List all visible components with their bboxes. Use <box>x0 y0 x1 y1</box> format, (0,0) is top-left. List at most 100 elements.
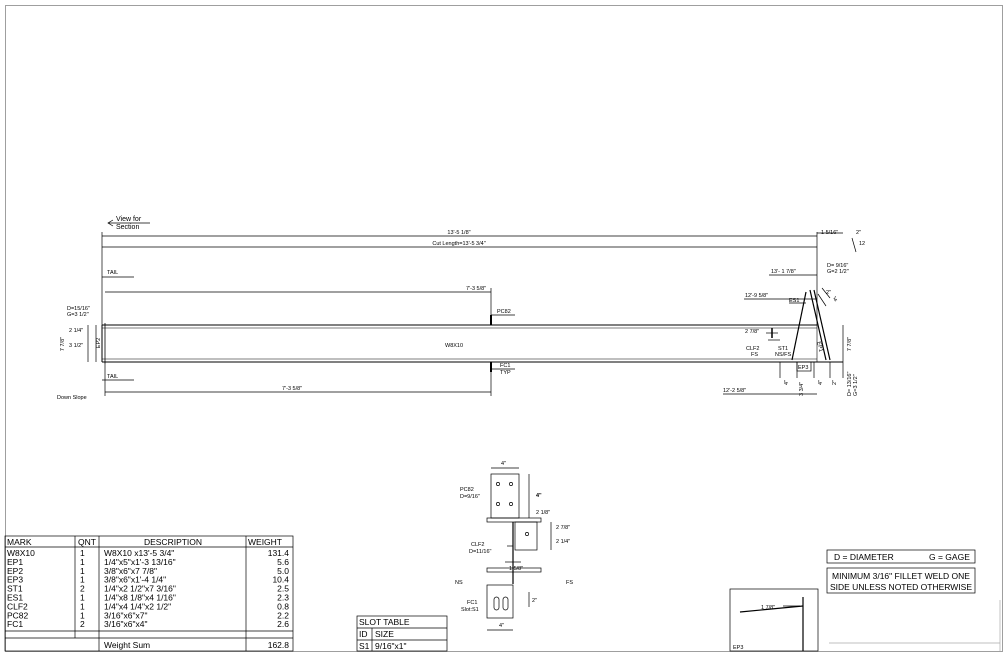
bom-cell-description: 1/4"x4 1/4"x2 1/2" <box>104 601 171 611</box>
notes-text: D = DIAMETER G = GAGE MINIMUM 3/16" FILL… <box>830 552 972 592</box>
section-view-labels: 4" 4" PC82 D=9/16" 2 1/8" 2 7/8" 2 1/4" … <box>455 461 573 629</box>
sheet-border <box>5 5 1003 652</box>
bom-cell-qnt: 1 <box>80 566 85 576</box>
left-d-label: D=15/16" <box>67 306 90 312</box>
bom-cell-qnt: 1 <box>80 601 85 611</box>
bom-cell-description: 1/4"x8 1/8"x4 1/16" <box>104 593 176 603</box>
pc82-hole-3 <box>496 502 500 506</box>
ep3-detail <box>729 588 1001 652</box>
bot-dim-2: 3 3/4" <box>799 382 805 396</box>
view-for-label: View for <box>116 216 142 223</box>
slope-run-label: 12 <box>859 241 865 247</box>
ep3-label: EP3 <box>798 365 808 371</box>
slope-symbol <box>851 237 857 253</box>
sec-dim-2-14: 2 1/4" <box>556 539 570 545</box>
st1-label: ST1 <box>778 346 788 352</box>
legend-box <box>826 549 976 564</box>
slope-rise-label: 2" <box>856 230 861 236</box>
bom-cell-description: 3/8"x6"x7 7/8" <box>104 566 157 576</box>
bom-cell-description: 3/16"x6"x4" <box>104 619 148 629</box>
bom-cell-qnt: 1 <box>80 575 85 585</box>
bom-cell-qnt: 1 <box>80 557 85 567</box>
bom-sum-value: 162.8 <box>268 640 290 650</box>
dim-2-14-label: 2 1/4" <box>69 328 83 334</box>
bom-header-weight: WEIGHT <box>248 537 282 547</box>
sec-fs-label: FS <box>566 580 573 586</box>
es1-tab-edge-2 <box>817 293 827 307</box>
bom-cell-mark: FC1 <box>7 619 23 629</box>
member-label: W8X10 <box>445 343 463 349</box>
slot-row-id: S1 <box>359 641 370 651</box>
slot-header-id: ID <box>359 629 368 639</box>
bom-cell-mark: EP1 <box>7 557 23 567</box>
bom-cell-mark: W8X10 <box>7 548 35 558</box>
ep1-label: EP1 <box>815 341 823 353</box>
bom-cell-qnt: 1 <box>80 610 85 620</box>
bom-text: MARK QNT DESCRIPTION WEIGHT Weight Sum 1… <box>7 537 289 650</box>
clf2-label: CLF2 <box>746 346 759 352</box>
section-view <box>486 467 552 631</box>
dim-fc1-label: 7'-3 5/8" <box>282 386 302 392</box>
bom-cell-weight: 10.4 <box>272 575 289 585</box>
tail-bottom-label: TAIL <box>107 374 118 380</box>
dim-12-258-label: 12'-2 5/8" <box>723 388 746 394</box>
fc1-label: FC1 <box>500 363 510 369</box>
dim-12-958-label: 12'-9 5/8" <box>745 293 768 299</box>
fs-label: FS <box>751 352 758 358</box>
pc82-label: PC82 <box>497 309 511 315</box>
dim-13-178-label: 13'- 1 7/8" <box>771 269 796 275</box>
bom-cell-weight: 2.2 <box>277 610 289 620</box>
bom-cell-weight: 5.6 <box>277 557 289 567</box>
right-d-label: D= 9/16" <box>827 263 848 269</box>
slot-header-size: SIZE <box>375 629 394 639</box>
sec-pc82-d: D=9/16" <box>460 494 480 500</box>
sec-dim-4-bottom: 4" <box>499 623 504 629</box>
slot-table-text: SLOT TABLE ID SIZE S1 9/16"x1" <box>359 617 410 651</box>
section-label: Section <box>116 224 139 231</box>
slot-table-title: SLOT TABLE <box>359 617 410 627</box>
bom-header-qnt: QNT <box>78 537 96 547</box>
bom-cell-qnt: 1 <box>80 548 85 558</box>
bom-cell-description: 1/4"x2 1/2"x7 3/16" <box>104 584 176 594</box>
dim-2-78-label: 2 7/8" <box>745 329 759 335</box>
dim-2-label: 2" <box>826 290 831 296</box>
slot-table-frame <box>356 615 448 652</box>
sec-dim-4-top: 4" <box>501 461 506 467</box>
clf2-hole <box>525 532 529 536</box>
bot-dim-4: 2" <box>832 380 838 385</box>
legend-gage: G = GAGE <box>929 552 970 562</box>
bom-cell-mark: EP2 <box>7 566 23 576</box>
legend-diameter: D = DIAMETER <box>834 552 894 562</box>
bom-cell-weight: 2.6 <box>277 619 289 629</box>
ep3-detail-dim-label: 1 7/8" <box>761 605 775 611</box>
sec-dim-2: 2" <box>532 598 537 604</box>
bot-dim-1: 4" <box>784 380 790 385</box>
bom-cell-weight: 2.5 <box>277 584 289 594</box>
bom-cell-qnt: 2 <box>80 619 85 629</box>
main-view-labels: View for Section 13'-5 1/8" Cut Length=1… <box>57 216 865 401</box>
ep2-label: EP2 <box>96 338 102 348</box>
bom-cell-weight: 131.4 <box>268 548 290 558</box>
bom-header-description: DESCRIPTION <box>144 537 202 547</box>
brace-line-1 <box>791 291 807 361</box>
brace-line-2 <box>809 289 827 361</box>
sec-ns-label: NS <box>455 580 463 586</box>
bot-d-label: D= 13/16" <box>847 372 853 396</box>
view-arrow-head <box>107 219 114 227</box>
bom-cell-weight: 0.8 <box>277 601 289 611</box>
bom-frame <box>4 535 294 652</box>
bom-cell-weight: 5.0 <box>277 566 289 576</box>
bom-cell-description: 3/16"x6"x7" <box>104 610 148 620</box>
slot-row-size: 9/16"x1" <box>375 641 407 651</box>
dim-pc82-label: 7'-3 5/8" <box>466 286 486 292</box>
fc1-plate-section <box>486 584 514 619</box>
sec-dim-2-78: 2 7/8" <box>556 525 570 531</box>
ep3-detail-member <box>739 605 804 613</box>
weld-note-box <box>826 567 976 594</box>
pc82-hole-4 <box>509 502 513 506</box>
ep3-detail-text: 1 7/8" EP3 <box>733 605 775 651</box>
sec-clf2-d: D=11/16" <box>469 549 492 555</box>
bom-cell-mark: CLF2 <box>7 601 28 611</box>
top-flange-section <box>486 517 542 523</box>
